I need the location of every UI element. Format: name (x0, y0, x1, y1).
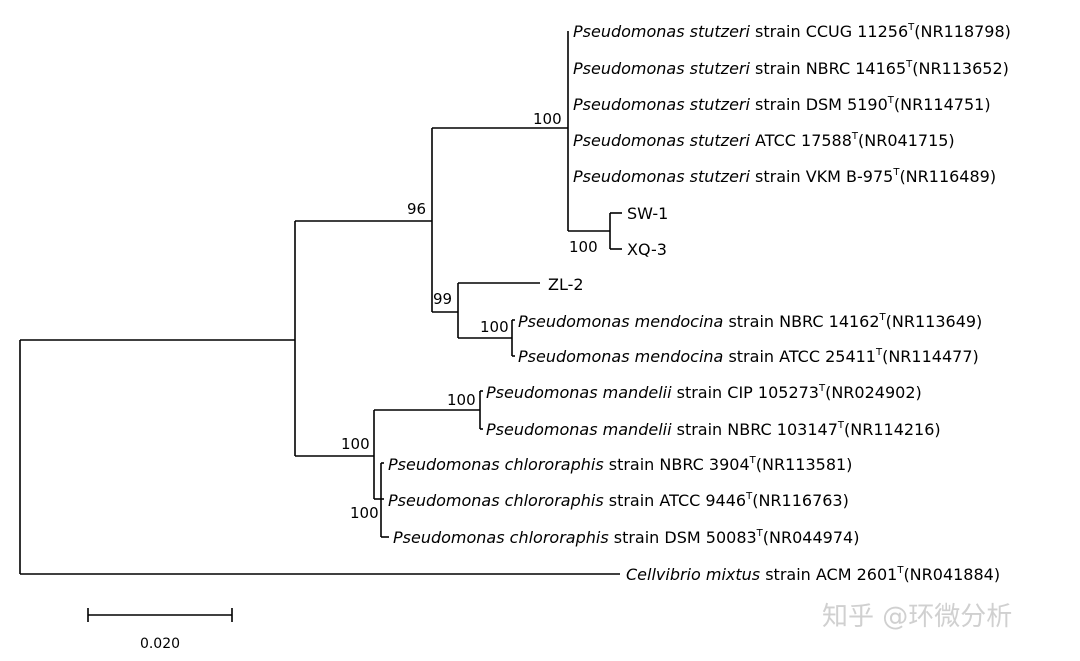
taxon-label: Pseudomonas stutzeri strain DSM 5190T(NR… (573, 95, 991, 114)
bootstrap-mendocina-zl2: 99 (433, 290, 452, 308)
taxon-label-xq3: XQ-3 (627, 240, 667, 259)
taxon-label: Cellvibrio mixtus strain ACM 2601T(NR041… (626, 565, 1000, 584)
taxon-label: Pseudomonas stutzeri strain CCUG 11256T(… (573, 22, 1011, 41)
bootstrap-sw1-xq3: 100 (569, 238, 598, 256)
scale-bar-label: 0.020 (140, 636, 180, 652)
taxon-label-zl2: ZL-2 (548, 275, 584, 294)
taxon-label: Pseudomonas mandelii strain NBRC 103147T… (486, 420, 941, 439)
taxon-labels: Pseudomonas stutzeri strain CCUG 11256T(… (388, 22, 1011, 584)
taxon-label: Pseudomonas mandelii strain CIP 105273T(… (486, 383, 922, 402)
tree-branches (19, 31, 622, 575)
bootstrap-stutzeri-clade: 100 (533, 110, 562, 128)
taxon-label: Pseudomonas mendocina strain NBRC 14162T… (518, 312, 982, 331)
taxon-label: Pseudomonas stutzeri strain NBRC 14165T(… (573, 59, 1009, 78)
taxon-label: Pseudomonas mendocina strain ATCC 25411T… (518, 347, 979, 366)
taxon-label: Pseudomonas stutzeri ATCC 17588T(NR04171… (573, 131, 955, 150)
bootstrap-mendocina-pair: 100 (480, 318, 509, 336)
scale-bar-line (87, 608, 233, 622)
bootstrap-upper-group: 96 (407, 200, 426, 218)
watermark: 知乎 @环微分析 (822, 602, 1012, 632)
bootstrap-mandelii-pair: 100 (447, 391, 476, 409)
taxon-label: Pseudomonas chlororaphis strain DSM 5008… (393, 528, 859, 547)
scale-bar: 0.020 (87, 608, 233, 652)
taxon-label: Pseudomonas chlororaphis strain ATCC 944… (388, 491, 849, 510)
taxon-label: Pseudomonas stutzeri strain VKM B-975T(N… (573, 167, 996, 186)
taxon-label-sw1: SW-1 (627, 204, 668, 223)
bootstrap-mandelii-chlororaphis: 100 (341, 435, 370, 453)
bootstrap-values: 100 100 96 99 100 100 100 100 (341, 110, 598, 522)
taxon-label: Pseudomonas chlororaphis strain NBRC 390… (388, 455, 852, 474)
bootstrap-chlororaphis-clade: 100 (350, 504, 379, 522)
